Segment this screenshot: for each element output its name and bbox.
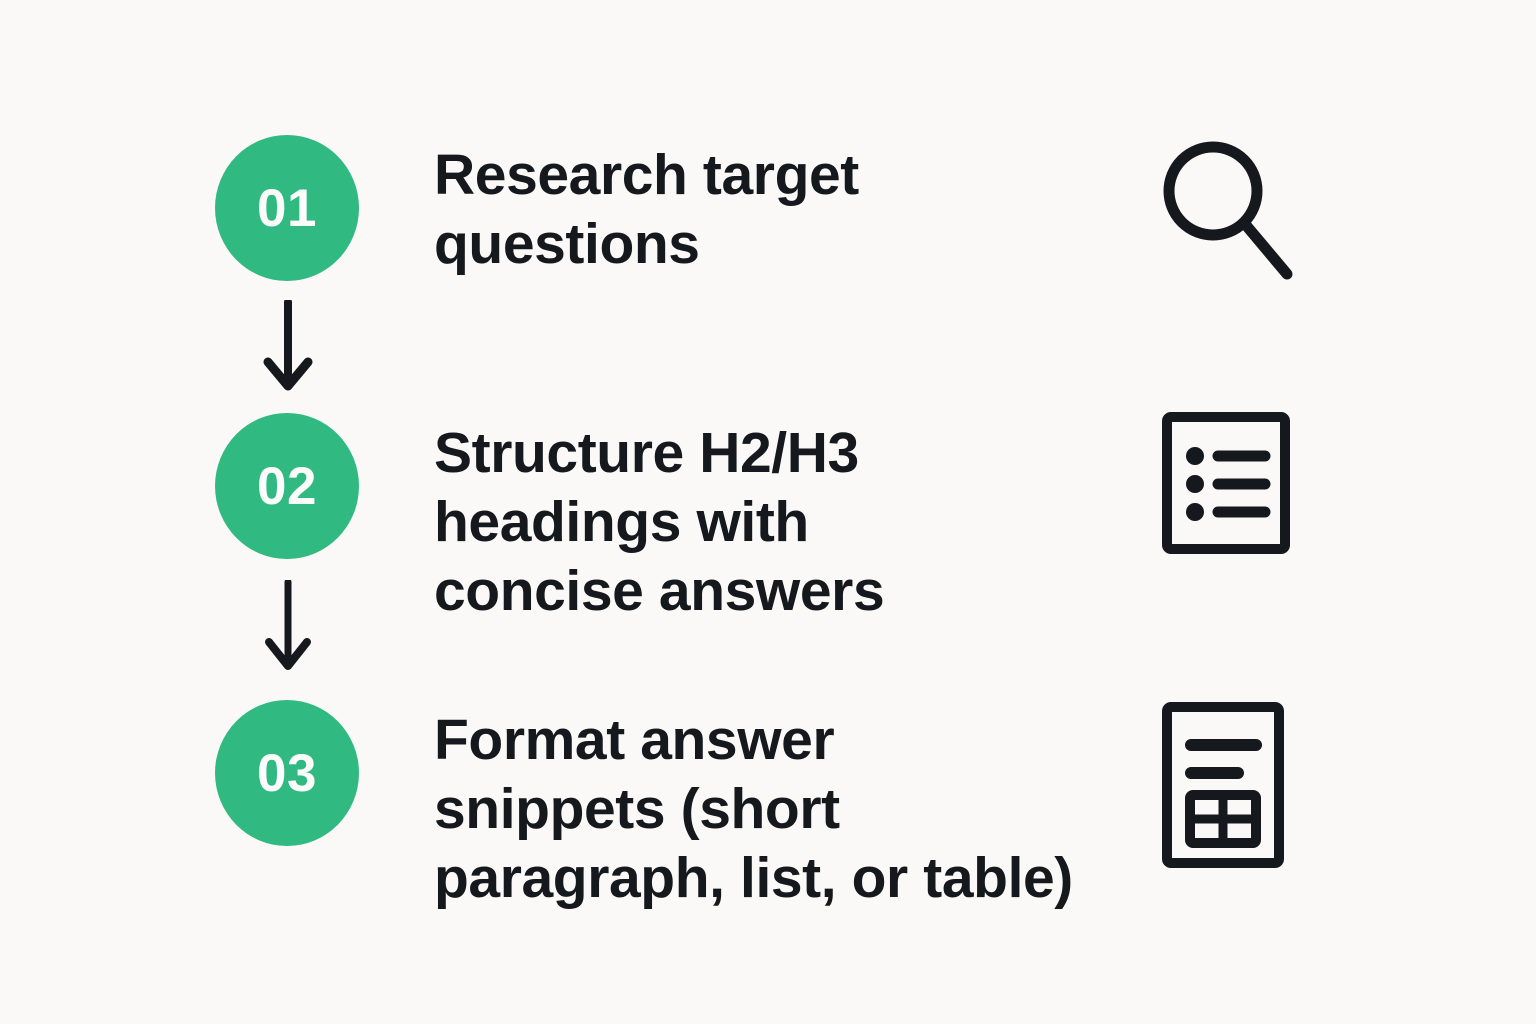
- bulleted-list-icon: [1162, 412, 1290, 554]
- step-icon-slot-1: [1160, 138, 1300, 293]
- list-bullet-2: [1186, 475, 1204, 493]
- step-number-02: 02: [257, 456, 317, 516]
- step-number-03: 03: [257, 743, 317, 803]
- doc-table-grid: [1185, 790, 1261, 848]
- step-badge-02: 02: [215, 413, 359, 559]
- step-label-03: Format answer snippets (short paragraph,…: [434, 708, 1073, 910]
- down-arrow-icon: [265, 578, 311, 670]
- list-bullet-1: [1186, 447, 1204, 465]
- step-icon-slot-2: [1160, 410, 1296, 563]
- document-table-icon: [1162, 702, 1284, 868]
- step-icon-slot-3: [1160, 700, 1292, 875]
- connector-arrow-1: [262, 298, 314, 399]
- step-badge-03: 03: [215, 700, 359, 846]
- search-icon: [1163, 141, 1293, 280]
- down-arrow-icon: [263, 298, 313, 391]
- step-label-01: Research target questions: [434, 143, 859, 276]
- step-number-01: 01: [257, 178, 317, 238]
- list-bullet-3: [1186, 503, 1204, 521]
- step-label-02: Structure H2/H3 headings with concise an…: [434, 421, 885, 623]
- connector-arrow-2: [262, 578, 314, 679]
- step-badge-01: 01: [215, 135, 359, 281]
